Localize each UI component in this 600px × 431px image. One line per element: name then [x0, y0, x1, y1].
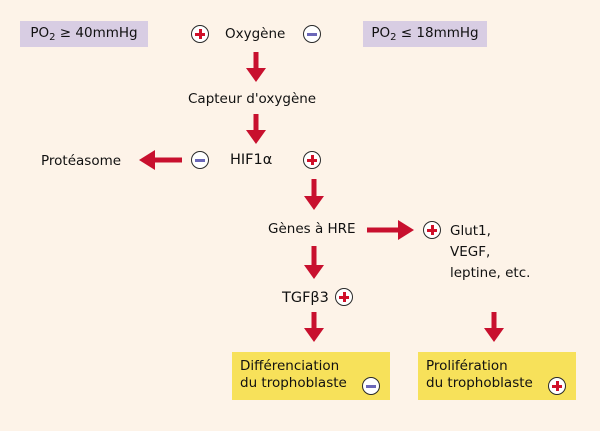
- arrowhead: [246, 130, 266, 144]
- minus-icon: [303, 25, 321, 43]
- target-gene-1: Glut1,: [450, 223, 491, 239]
- plus-icon: [548, 377, 566, 395]
- po2-low-box: PO2 ≤ 18mmHg: [363, 21, 487, 47]
- proliferation-box: Prolifération du trophoblaste: [418, 352, 576, 400]
- arrowhead: [304, 328, 324, 342]
- differentiation-line-1: Différenciation: [240, 358, 340, 374]
- proliferation-line-1: Prolifération: [426, 358, 508, 374]
- minus-icon: [362, 377, 380, 395]
- minus-icon: [191, 151, 209, 169]
- proliferation-line-2: du trophoblaste: [426, 375, 533, 391]
- plus-icon: [335, 288, 353, 306]
- hif-label: HIF1α: [230, 152, 273, 168]
- tgf-label: TGFβ3: [282, 290, 329, 306]
- oxygen-sensor-label: Capteur d'oxygène: [188, 91, 317, 107]
- target-gene-2: VEGF,: [450, 244, 491, 260]
- arrowhead: [398, 220, 414, 240]
- arrowhead: [484, 328, 504, 342]
- differentiation-line-2: du trophoblaste: [240, 375, 347, 391]
- plus-icon: [303, 151, 321, 169]
- oxygen-label: Oxygène: [225, 26, 286, 42]
- arrowhead: [304, 265, 324, 279]
- arrowhead: [304, 196, 324, 210]
- arrowhead: [246, 68, 266, 82]
- po2-high-box: PO2 ≥ 40mmHg: [20, 21, 148, 47]
- arrowhead: [139, 150, 155, 170]
- proteasome-label: Protéasome: [41, 153, 122, 169]
- plus-icon: [423, 221, 441, 239]
- target-gene-3: leptine, etc.: [450, 265, 531, 281]
- hre-genes-label: Gènes à HRE: [268, 221, 356, 237]
- plus-icon: [191, 25, 209, 43]
- po2-low-label: PO2 ≤ 18mmHg: [371, 25, 479, 43]
- differentiation-box: Différenciation du trophoblaste: [232, 352, 390, 400]
- po2-high-label: PO2 ≥ 40mmHg: [30, 25, 138, 43]
